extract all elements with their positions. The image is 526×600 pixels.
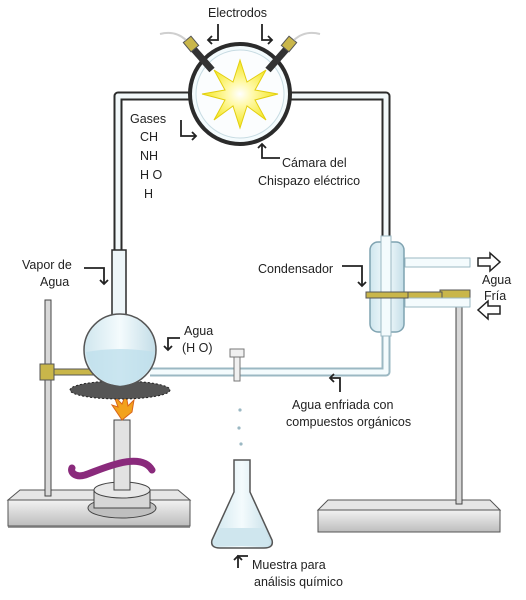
arrow-right-icon	[477, 251, 502, 273]
flame-icon	[110, 392, 135, 421]
label-agua-fria-1: Agua	[482, 273, 512, 287]
label-agua-1: Agua	[184, 324, 214, 338]
arrow-left-icon	[476, 299, 501, 321]
label-camara-1: Cámara del	[282, 156, 347, 170]
condenser	[365, 235, 409, 337]
label-agua-2: (H O)	[182, 341, 213, 355]
label-agua-enfriada-2: compuestos orgánicos	[286, 415, 412, 429]
label-condensador: Condensador	[258, 262, 334, 276]
label-gas-h: H	[144, 187, 154, 201]
label-gas-ch: CH	[140, 130, 159, 144]
stopcock	[229, 348, 245, 446]
boiling-flask	[83, 249, 157, 387]
label-gas-ho: H O	[140, 168, 163, 182]
label-electrodos: Electrodos	[208, 6, 268, 20]
label-gases: Gases	[130, 112, 167, 126]
label-agua-enfriada-1: Agua enfriada con	[292, 398, 394, 412]
label-vapor-1: Vapor de	[22, 258, 72, 272]
spark-chamber	[159, 31, 321, 146]
label-muestra-1: Muestra para	[252, 558, 326, 572]
label-agua-fria-2: Fría	[484, 289, 507, 303]
bunsen-burner	[68, 392, 157, 519]
spark-icon	[201, 58, 279, 130]
erlenmeyer-flask	[210, 459, 274, 549]
glass-tubing	[113, 91, 471, 377]
leader-lines	[84, 24, 367, 568]
label-muestra-2: análisis químico	[254, 575, 343, 589]
label-vapor-2: Agua	[40, 275, 70, 289]
label-camara-2: Chispazo eléctrico	[258, 174, 361, 188]
label-gas-nh: NH	[140, 149, 159, 163]
